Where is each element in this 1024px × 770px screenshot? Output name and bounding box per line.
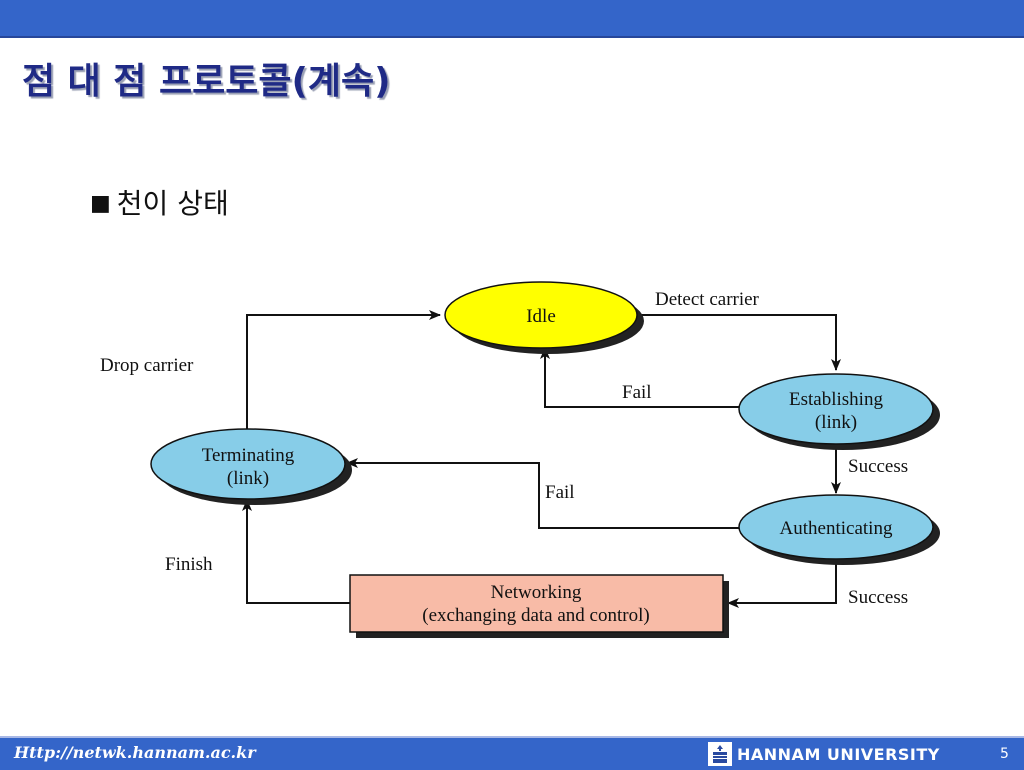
node-authenticating-label: Authenticating [780,518,893,539]
bullet-item: ■천이 상태 [90,182,229,222]
edge-drop-carrier [246,310,441,430]
node-terminating-label-line2: (link) [227,468,269,489]
node-networking-label-line1: Networking [491,582,582,603]
node-authenticating: Authenticating [738,494,940,565]
node-terminating: Terminating (link) [150,428,352,505]
footer-bar: Http://netwk.hannam.ac.kr HANNAM UNIVERS… [0,736,1024,770]
node-idle-label: Idle [526,306,556,327]
node-terminating-label-line1: Terminating [202,445,295,466]
university-logo-icon [708,742,732,766]
edge-finish [242,499,350,604]
slide-title: 점 대 점 프로토콜(계속) [22,61,391,102]
edge-label-fail-authenticating: Fail [545,482,575,503]
square-bullet-icon: ■ [90,191,111,216]
footer-brand: HANNAM UNIVERSITY [708,741,940,767]
node-establishing-label-line2: (link) [815,412,857,433]
edge-label-drop-carrier: Drop carrier [100,355,194,376]
node-idle: Idle [444,281,644,354]
edge-label-fail-establishing: Fail [622,382,652,403]
edge-fail-authenticating [346,458,740,529]
edge-detect-carrier [640,314,841,371]
node-establishing: Establishing (link) [738,373,940,450]
footer-url: Http://netwk.hannam.ac.kr [14,743,256,762]
footer-university-name: HANNAM UNIVERSITY [737,744,940,764]
node-networking: Networking (exchanging data and control) [349,574,729,638]
node-establishing-label-line1: Establishing [789,389,883,410]
edge-label-detect-carrier: Detect carrier [655,289,760,310]
edge-label-success-authenticating: Success [848,587,908,608]
edge-success-authenticating [727,560,837,608]
edge-fail-establishing [540,347,740,408]
top-bar [0,0,1024,38]
edge-label-success-establishing: Success [848,456,908,477]
page-number: 5 [1000,746,1009,762]
bullet-text: 천이 상태 [116,187,229,220]
edge-label-finish: Finish [165,554,213,575]
node-networking-label-line2: (exchanging data and control) [422,605,649,626]
